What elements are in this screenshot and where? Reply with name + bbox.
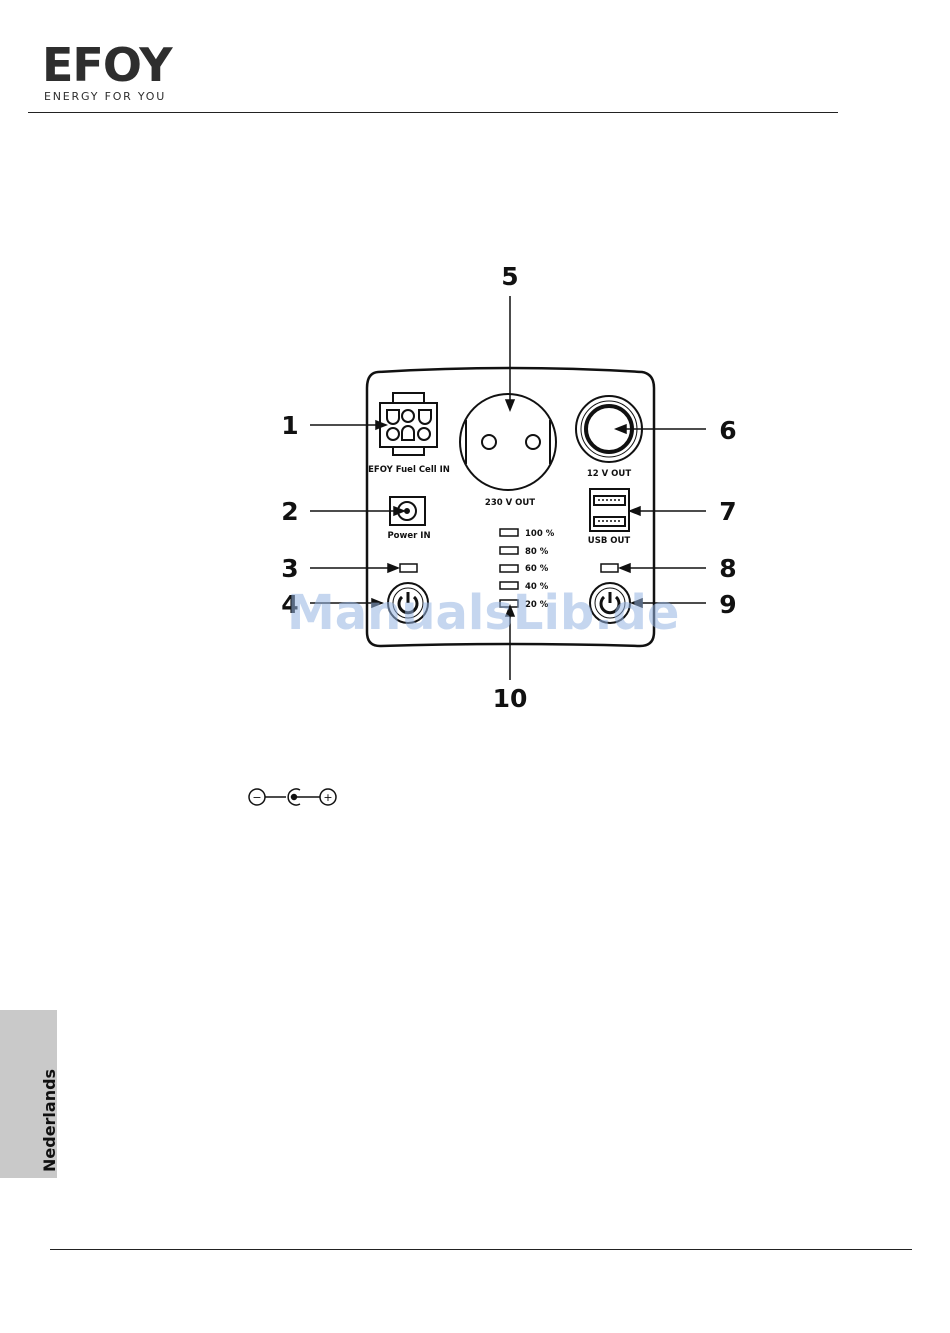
led-indicator-right — [601, 564, 618, 572]
callout-6: 6 — [719, 416, 736, 445]
label-usb-out: USB OUT — [588, 536, 631, 546]
language-side-tab-label: Nederlands — [40, 1069, 59, 1172]
callout-2: 2 — [281, 497, 298, 526]
callout-7: 7 — [719, 497, 736, 526]
battery-level-80: 80 % — [525, 547, 549, 557]
callout-1: 1 — [281, 411, 298, 440]
label-fuel-cell-in: EFOY Fuel Cell IN — [368, 465, 450, 475]
watermark: ManualsLib.de — [287, 585, 679, 641]
fuel-cell-connector-icon — [380, 393, 437, 455]
label-power-in: Power IN — [387, 531, 430, 541]
callout-3: 3 — [281, 554, 298, 583]
label-230v-out: 230 V OUT — [485, 498, 535, 508]
callout-5: 5 — [501, 262, 518, 291]
battery-level-60: 60 % — [525, 564, 549, 574]
callout-9: 9 — [719, 590, 736, 619]
footer-rule — [50, 1249, 912, 1250]
socket-230v-icon — [460, 394, 556, 490]
label-12v-out: 12 V OUT — [587, 469, 631, 479]
callout-8: 8 — [719, 554, 736, 583]
led-indicator-left — [400, 564, 417, 572]
callout-10: 10 — [493, 684, 528, 713]
polarity-minus: − — [252, 791, 261, 804]
battery-level-100: 100 % — [525, 529, 555, 539]
usb-ports-icon — [590, 489, 629, 531]
polarity-plus: + — [323, 791, 332, 804]
